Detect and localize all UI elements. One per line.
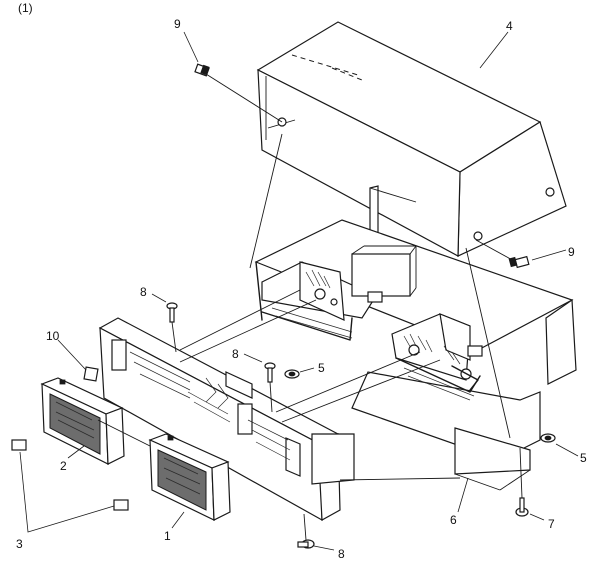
front-bezel-frame bbox=[98, 317, 355, 522]
callout-8-bottom: 8 bbox=[338, 547, 345, 561]
callout-9-right: 9 bbox=[568, 245, 575, 259]
screw-8-middle bbox=[264, 362, 276, 383]
callout-10: 10 bbox=[46, 329, 60, 343]
callout-8-middle: 8 bbox=[232, 347, 239, 361]
assembly-guide-lines bbox=[97, 73, 523, 541]
callout-4: 4 bbox=[506, 19, 513, 33]
left-display-window bbox=[40, 377, 125, 465]
chassis-tray bbox=[254, 185, 577, 491]
washer-5-center bbox=[284, 369, 300, 379]
callout-5-center: 5 bbox=[318, 361, 325, 375]
screw-9-right bbox=[508, 255, 530, 269]
screw-8-bottom bbox=[297, 539, 315, 549]
washer-5-right bbox=[540, 433, 556, 443]
screw-8-upper bbox=[166, 302, 178, 323]
callout-3: 3 bbox=[16, 537, 23, 551]
screw-7 bbox=[515, 497, 529, 517]
label-pad-3a bbox=[11, 439, 27, 451]
top-cover bbox=[256, 21, 567, 257]
right-mechanism-assembly bbox=[391, 313, 483, 401]
callout-5-right: 5 bbox=[580, 451, 587, 465]
callout-1: 1 bbox=[164, 529, 171, 543]
callout-8-upper: 8 bbox=[140, 285, 147, 299]
label-pad-3b bbox=[113, 499, 129, 511]
screw-9-top bbox=[194, 63, 210, 77]
left-mechanism-assembly bbox=[261, 245, 417, 341]
label-pad-10 bbox=[83, 366, 99, 382]
callout-9-top: 9 bbox=[174, 17, 181, 31]
callout-7: 7 bbox=[548, 517, 555, 531]
right-display-window bbox=[148, 433, 231, 521]
figure-label: (1) bbox=[18, 1, 33, 15]
callout-leaders bbox=[19, 31, 579, 551]
callout-2: 2 bbox=[60, 459, 67, 473]
callout-6: 6 bbox=[450, 513, 457, 527]
